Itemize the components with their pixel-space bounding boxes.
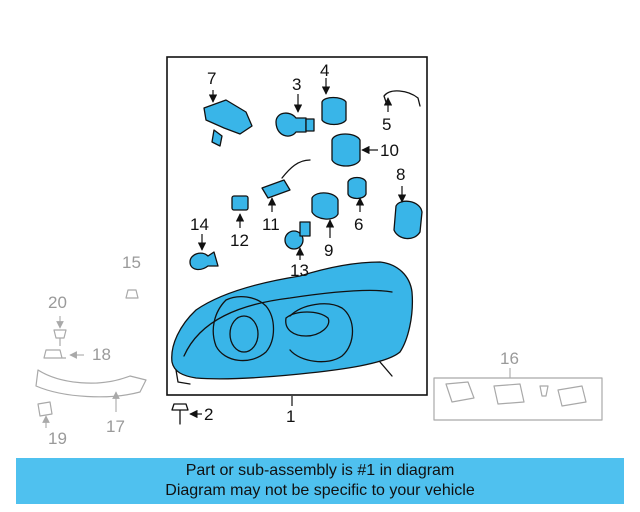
callout-2: 2 xyxy=(204,405,213,424)
small-socket-cover[interactable] xyxy=(311,192,339,220)
leveling-motor[interactable] xyxy=(203,99,253,147)
callout-17: 17 xyxy=(106,417,125,436)
callout-18: 18 xyxy=(92,345,111,364)
headlamp-assembly[interactable] xyxy=(171,261,414,385)
callout-3: 3 xyxy=(292,75,301,94)
callout-20: 20 xyxy=(48,293,67,312)
faded-clip-19 xyxy=(37,401,53,417)
mount-bolt[interactable] xyxy=(171,403,189,425)
retaining-clip[interactable] xyxy=(383,90,421,107)
callout-1: 1 xyxy=(286,407,295,426)
main-bulb[interactable] xyxy=(275,112,315,137)
callout-16: 16 xyxy=(500,349,519,368)
faded-fastener-15 xyxy=(125,289,139,299)
socket-cover[interactable] xyxy=(331,133,361,167)
callout-9: 9 xyxy=(324,241,333,260)
callout-14: 14 xyxy=(190,215,209,234)
callout-7: 7 xyxy=(207,69,216,88)
socket-cap[interactable] xyxy=(321,96,347,126)
faded-repair-kit-16 xyxy=(433,377,603,421)
callout-10: 10 xyxy=(380,141,399,160)
wire-harness[interactable] xyxy=(261,159,311,199)
turn-bulb[interactable] xyxy=(189,251,219,271)
banner-line-1: Part or sub-assembly is #1 in diagram xyxy=(185,462,455,479)
callout-12: 12 xyxy=(230,231,249,250)
banner-line-2: Diagram may not be specific to your vehi… xyxy=(165,482,475,499)
callout-4: 4 xyxy=(320,61,329,80)
parts-diagram: 1 2 3 4 5 6 7 8 9 10 11 12 13 14 15 16 1… xyxy=(35,56,603,448)
small-bulb[interactable] xyxy=(231,195,249,211)
callout-13: 13 xyxy=(290,261,309,280)
info-banner: Part or sub-assembly is #1 in diagram Di… xyxy=(16,458,624,504)
callout-11: 11 xyxy=(262,215,280,234)
faded-bracket-17 xyxy=(35,369,147,398)
callout-15: 15 xyxy=(122,253,141,272)
faded-screw-20 xyxy=(53,329,67,346)
callout-8: 8 xyxy=(396,165,405,184)
grommet[interactable] xyxy=(347,176,367,200)
callout-5: 5 xyxy=(382,115,391,134)
callout-6: 6 xyxy=(354,215,363,234)
assembly-frame xyxy=(166,56,428,396)
faded-screw-18 xyxy=(43,349,66,359)
callout-19: 19 xyxy=(48,429,67,448)
large-cap[interactable] xyxy=(393,200,423,240)
marker-bulb[interactable] xyxy=(284,221,311,250)
